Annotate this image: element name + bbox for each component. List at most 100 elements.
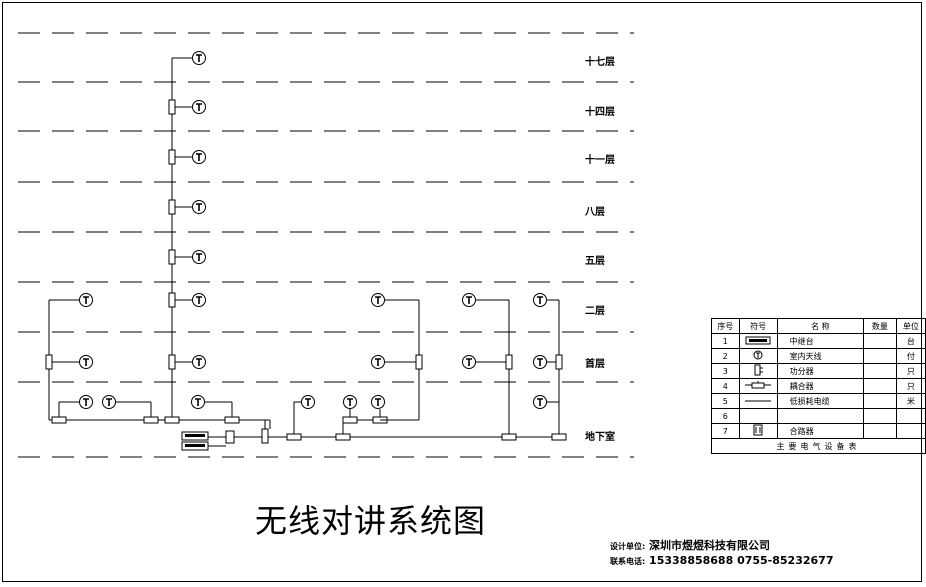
floor-label-11: 十一层 <box>585 155 615 166</box>
splitter-icon <box>168 249 176 265</box>
legend-name: 耦合器 <box>776 378 865 394</box>
coupler-icon <box>286 433 302 441</box>
design-unit-line: 设计单位: 深圳市煜煜科技有限公司 <box>610 538 833 553</box>
legend-no: 2 <box>711 348 740 364</box>
legend-symbol <box>738 348 778 364</box>
legend-row: 4 耦合器 只 <box>711 378 926 394</box>
coupler-icon <box>501 433 517 441</box>
legend-unit: 台 <box>895 333 926 349</box>
splitter-icon <box>168 354 176 370</box>
antenna-icon <box>192 200 206 214</box>
legend-row: 2 室内天线 付 <box>711 348 926 364</box>
antenna-icon <box>102 395 116 409</box>
legend-header-row: 序号 符号 名 称 数量 单位 <box>711 318 926 334</box>
legend-name: 合路器 <box>776 423 865 439</box>
antenna-icon <box>192 51 206 65</box>
antenna-icon <box>192 293 206 307</box>
legend-symbol <box>738 423 778 439</box>
legend-caption: 主要电气设备表 <box>711 438 926 454</box>
coupler-icon <box>551 433 567 441</box>
antenna-icon <box>192 150 206 164</box>
splitter-icon <box>168 99 176 115</box>
antenna-icon <box>301 395 315 409</box>
legend-qty <box>863 348 897 364</box>
legend-name: 功分器 <box>776 363 865 379</box>
splitter-symbol-icon <box>752 364 764 378</box>
splitter-icon <box>415 354 423 370</box>
splitter-icon <box>505 354 513 370</box>
legend-no: 4 <box>711 378 740 394</box>
legend-qty <box>863 378 897 394</box>
legend-symbol <box>738 333 778 349</box>
legend-unit: 付 <box>895 348 926 364</box>
coupler-icon <box>164 416 180 424</box>
legend-qty <box>863 408 897 424</box>
antenna-icon <box>533 355 547 369</box>
repeater-icon-detail <box>185 444 205 447</box>
diagram-title: 无线对讲系统图 <box>255 502 487 540</box>
legend-qty <box>863 363 897 379</box>
phone-label: 联系电话: <box>610 557 646 566</box>
coupler-icon <box>224 416 240 424</box>
coupler-symbol-icon <box>744 380 772 392</box>
antenna-icon <box>79 355 93 369</box>
repeater-symbol-icon <box>745 336 771 347</box>
coupler-icon <box>51 416 67 424</box>
floor-label-basement: 地下室 <box>585 432 615 443</box>
legend-row: 6 <box>711 408 926 424</box>
splitter-icon <box>555 354 563 370</box>
antenna-icon <box>462 355 476 369</box>
phone-line: 联系电话: 15338858688 0755-85232677 <box>610 553 833 568</box>
legend-no: 6 <box>711 408 740 424</box>
antenna-icon <box>192 355 206 369</box>
floor-label-17: 十七层 <box>585 57 615 68</box>
legend-symbol <box>738 408 778 424</box>
legend-unit <box>895 408 926 424</box>
legend-qty <box>863 333 897 349</box>
floor-label-5: 五层 <box>585 256 605 267</box>
legend-qty <box>863 423 897 439</box>
legend-no: 5 <box>711 393 740 409</box>
legend-symbol <box>738 393 778 409</box>
legend-unit: 只 <box>895 378 926 394</box>
combiner-icon <box>225 430 235 444</box>
repeater-icon-detail <box>185 434 205 437</box>
legend-header-no: 序号 <box>711 318 740 334</box>
legend-symbol <box>738 378 778 394</box>
legend-name: 中继台 <box>776 333 865 349</box>
antenna-icon <box>371 293 385 307</box>
splitter-icon <box>261 428 269 444</box>
legend-unit <box>895 423 926 439</box>
phone-value: 15338858688 0755-85232677 <box>649 554 834 567</box>
splitter-icon <box>168 292 176 308</box>
antenna-icon <box>79 395 93 409</box>
antenna-icon <box>343 395 357 409</box>
legend-name: 室内天线 <box>776 348 865 364</box>
antenna-icon <box>191 395 205 409</box>
cable-symbol-icon <box>744 397 772 406</box>
antenna-icon <box>192 100 206 114</box>
legend-no: 1 <box>711 333 740 349</box>
antenna-icon <box>462 293 476 307</box>
coupler-icon <box>342 416 358 424</box>
combiner-symbol-icon <box>751 424 765 438</box>
legend-header-name: 名 称 <box>776 318 865 334</box>
splitter-icon <box>168 199 176 215</box>
design-unit-value: 深圳市煜煜科技有限公司 <box>649 539 771 552</box>
legend-row: 1 中继台 台 <box>711 333 926 349</box>
legend-header-symbol: 符号 <box>738 318 778 334</box>
antenna-icon <box>533 395 547 409</box>
legend-symbol <box>738 363 778 379</box>
splitter-icon <box>45 354 53 370</box>
antenna-icon <box>192 250 206 264</box>
antenna-icon <box>533 293 547 307</box>
company-info: 设计单位: 深圳市煜煜科技有限公司 联系电话: 15338858688 0755… <box>610 538 833 568</box>
legend-name <box>776 408 865 424</box>
legend-unit: 米 <box>895 393 926 409</box>
design-unit-label: 设计单位: <box>610 542 646 551</box>
